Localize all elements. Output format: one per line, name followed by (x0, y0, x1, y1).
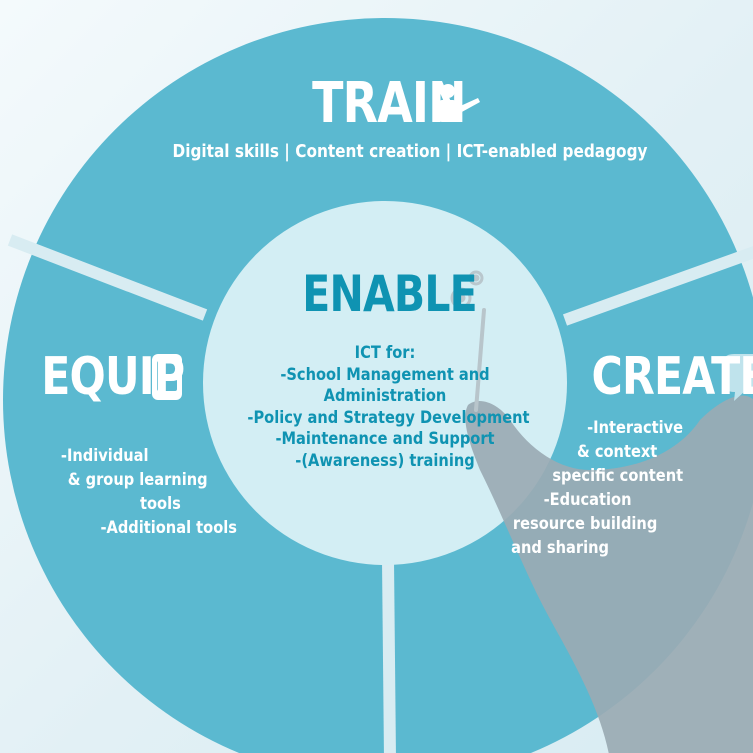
separator-left (7, 234, 208, 321)
enable-line: -(Awareness) training (295, 450, 475, 471)
presenter-icon (440, 84, 480, 122)
presenter-figure (465, 308, 753, 753)
enable-body: ICT for: -School Management and Administ… (247, 343, 530, 472)
gears-icon (450, 270, 484, 309)
create-body: -Interactive & context specific content … (511, 416, 709, 560)
speech-bubble-icon (722, 354, 753, 401)
create-line: -Interactive (587, 418, 684, 438)
train-subtitle: Digital skills | Content creation | ICT-… (172, 141, 648, 162)
enable-line: -Policy and Strategy Development (247, 407, 530, 428)
create-line: & context (577, 442, 658, 462)
separator-bottom (382, 559, 396, 753)
train-title: TRAIN (312, 71, 466, 136)
separator-right (562, 246, 753, 326)
enable-line: -Maintenance and Support (275, 429, 495, 449)
enable-line: ICT for: (354, 343, 416, 363)
create-line: specific content (552, 466, 684, 486)
equip-title: EQUIP (41, 347, 185, 407)
create-line: -Education (543, 490, 632, 510)
equip-line: -Individual (60, 446, 149, 466)
enable-line: Administration (323, 386, 447, 406)
enable-line: -School Management and (280, 364, 490, 385)
equip-line: tools (140, 494, 181, 514)
equip-line: -Additional tools (100, 518, 237, 538)
create-line: and sharing (511, 538, 610, 558)
tablet-icon (152, 354, 182, 400)
equip-line: & group learning (67, 470, 208, 490)
create-line: resource building (512, 514, 658, 534)
center-circle (203, 201, 567, 565)
equip-body: -Individual & group learning tools -Addi… (45, 444, 237, 540)
enable-title: ENABLE (302, 265, 477, 323)
create-title: CREATE (591, 347, 753, 407)
